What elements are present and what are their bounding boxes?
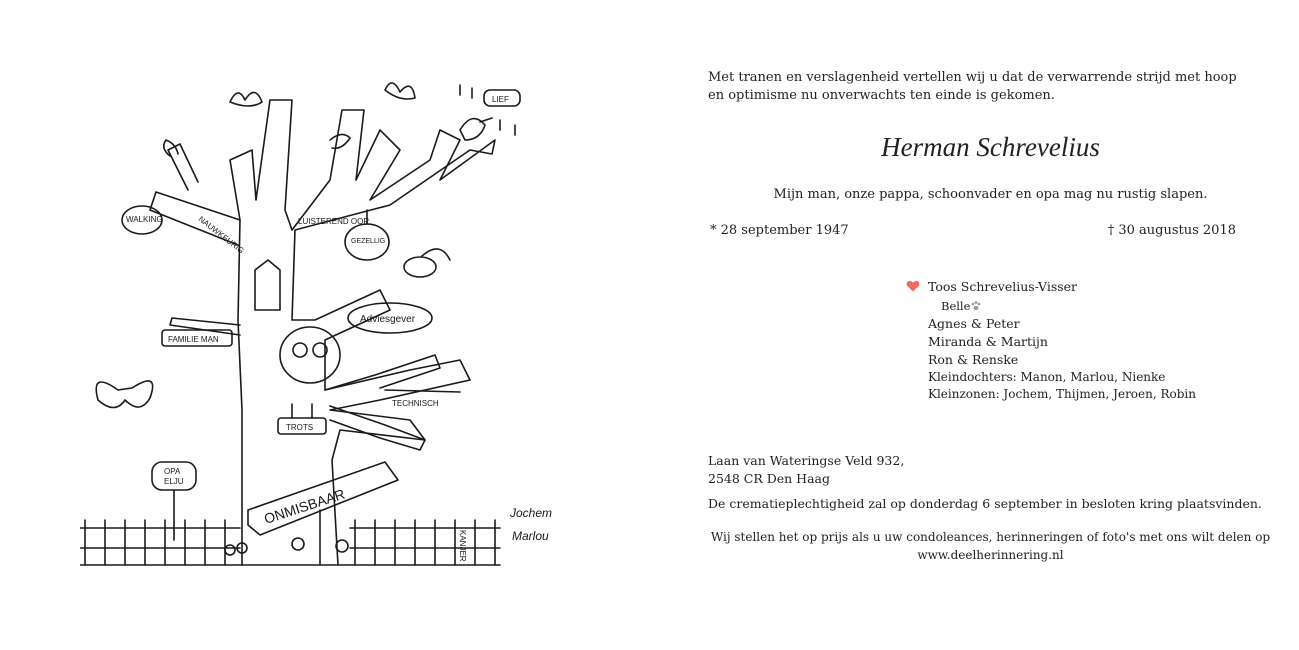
signature-marlou: Marlou (512, 529, 549, 543)
ceremony-text: De crematieplechtigheid zal op donderdag… (708, 496, 1262, 511)
tree-illustration: WALKING NAUWKEURIG LUISTEREND OOR GEZELL… (80, 70, 580, 570)
label-nauwkeurig: NAUWKEURIG (197, 214, 246, 255)
birth-date: * 28 september 1947 (710, 223, 849, 238)
family-line-1: Toos Schrevelius-Visser (928, 279, 1078, 294)
family-line-pet: Belle (941, 299, 971, 313)
closing-text: Wij stellen het op prijs als u uw condol… (710, 530, 1271, 562)
label-gezellig: GEZELLIG (351, 238, 385, 245)
family-line-4: Miranda & Martijn (928, 334, 1048, 349)
paw-icon (971, 301, 981, 310)
label-opa: OPA (164, 467, 181, 476)
family-line-5: Ron & Renske (928, 352, 1019, 367)
label-opa-2: ELJU (164, 477, 184, 486)
label-walking: WALKING (126, 215, 163, 224)
family-line-granddaughters: Kleindochters: Manon, Marlou, Nienke (928, 370, 1166, 384)
signature-jochem: Jochem (509, 506, 552, 520)
label-adviesgever: Adviesgever (360, 314, 416, 325)
label-trots: TROTS (286, 423, 313, 432)
label-technisch: TECHNISCH (392, 399, 439, 408)
family-line-grandsons: Kleinzonen: Jochem, Thijmen, Jeroen, Rob… (928, 387, 1196, 401)
death-date: † 30 augustus 2018 (1107, 223, 1236, 238)
address-line-1: Laan van Wateringse Veld 932, (708, 453, 905, 468)
address-line-2: 2548 CR Den Haag (708, 471, 830, 486)
label-familieman: FAMILIE MAN (168, 335, 219, 344)
label-fence: KANJER (458, 530, 467, 562)
label-luisterend: LUISTEREND OOR (298, 217, 369, 226)
label-lief: LIEF (492, 95, 509, 104)
subline-text: Mijn man, onze pappa, schoonvader en opa… (773, 187, 1208, 202)
tree-drawing: WALKING NAUWKEURIG LUISTEREND OOR GEZELL… (80, 82, 552, 566)
heart-icon (906, 281, 920, 292)
intro-text: Met tranen en verslagenheid vertellen wi… (708, 70, 1237, 103)
deceased-name: Herman Schrevelius (881, 132, 1100, 162)
family-line-3: Agnes & Peter (928, 316, 1020, 331)
